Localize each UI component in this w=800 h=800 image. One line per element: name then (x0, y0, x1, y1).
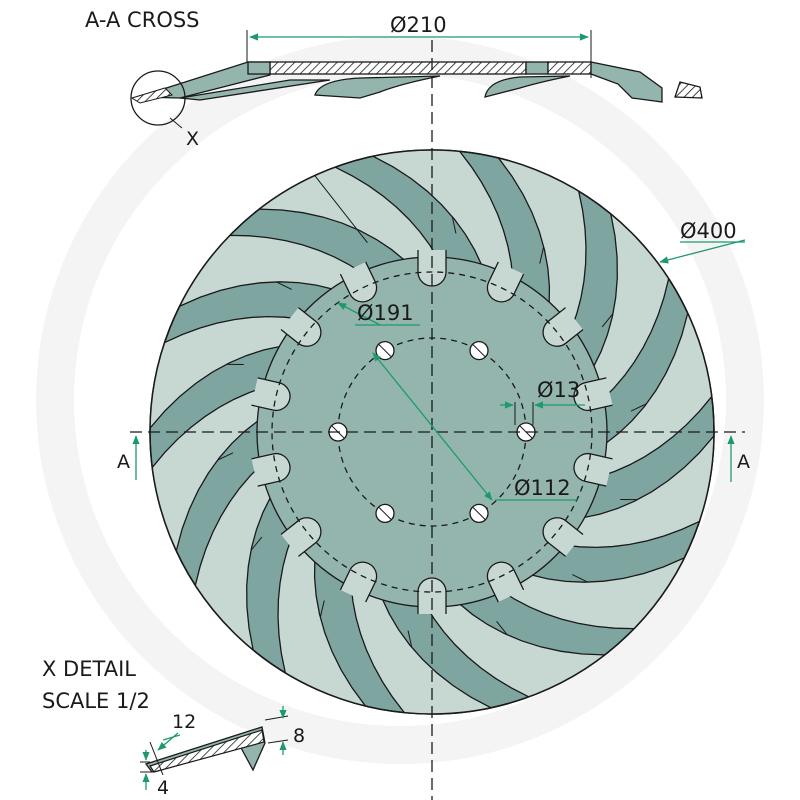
bolt-circle-outer-label: Ø191 (357, 301, 414, 325)
detail-edge-label: 4 (157, 777, 169, 799)
blade-slots (251, 250, 613, 614)
detail-x-circle (130, 70, 186, 126)
bolt-holes (328, 340, 536, 524)
hub-width-label: Ø210 (390, 13, 447, 37)
blade-fold-line (314, 175, 368, 244)
bolt-circle-outer-callout: Ø191 (337, 301, 420, 326)
blade-slot (251, 452, 291, 487)
blade-slot (542, 307, 584, 347)
x-detail-scale: SCALE 1/2 (42, 689, 150, 713)
svg-text:A: A (117, 451, 130, 473)
blade-slot (280, 517, 322, 557)
detail-thickness-label: 8 (293, 725, 305, 747)
detail-x-marker: X (186, 128, 199, 150)
blade-slot (486, 561, 525, 603)
blade (350, 150, 514, 296)
blade (350, 568, 514, 714)
blade-slot (339, 261, 378, 303)
bolt-circle-inner-label: Ø112 (514, 476, 571, 500)
cross-section-view: A-A CROSS Ø210 X (85, 8, 703, 150)
blade (150, 382, 281, 575)
disc-front-view (149, 149, 715, 715)
blade-slot (280, 307, 322, 347)
outer-diameter-callout: Ø400 (659, 219, 746, 264)
bolt-circle-inner-callout: Ø112 (372, 352, 578, 501)
hole-diameter-label: Ø13 (537, 378, 580, 402)
section-marker-right: A (727, 435, 750, 482)
blade-slot (486, 261, 525, 303)
cross-section-title: A-A CROSS (85, 8, 200, 32)
bolt-hole-mark (378, 507, 392, 520)
blade (150, 315, 317, 449)
blade-slot (339, 561, 378, 603)
blade (583, 289, 714, 482)
blade-slot (417, 577, 447, 614)
hole-diameter-callout: Ø13 (500, 378, 585, 425)
section-marker-left: A (117, 435, 140, 480)
bolt-hole-mark (472, 507, 486, 520)
blade-slot (573, 452, 613, 487)
x-detail-view: X DETAIL SCALE 1/2 12 8 4 (42, 657, 305, 799)
svg-text:A: A (737, 451, 750, 473)
blade-slot (573, 377, 613, 412)
detail-length-label: 12 (172, 711, 196, 733)
outer-diameter-label: Ø400 (680, 219, 737, 243)
blade-slot (542, 517, 584, 557)
blade-slot (251, 377, 291, 412)
blade (547, 415, 714, 549)
x-detail-title: X DETAIL (42, 657, 136, 681)
